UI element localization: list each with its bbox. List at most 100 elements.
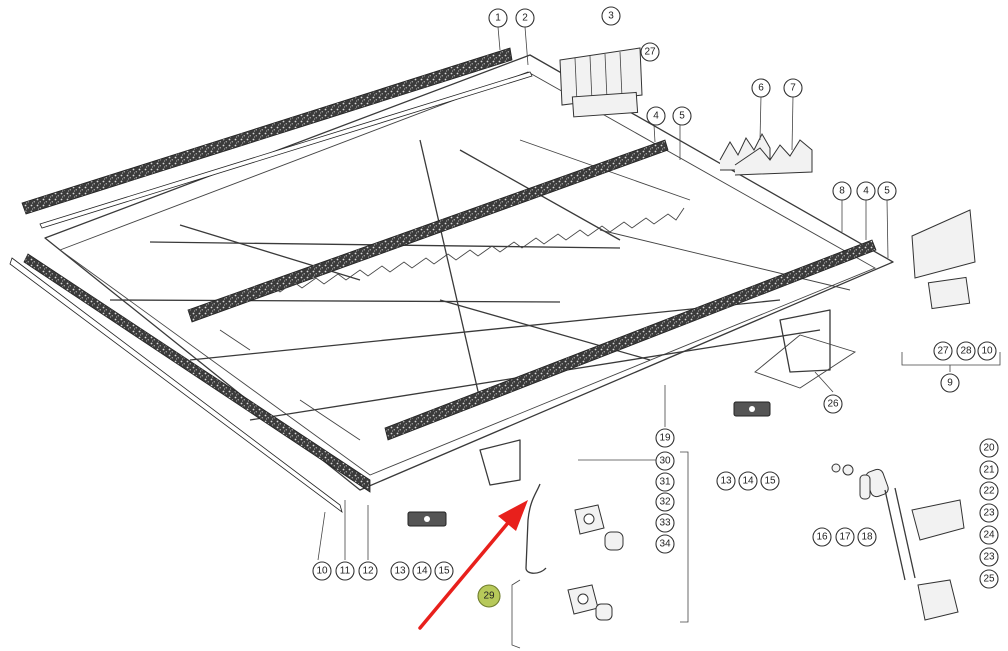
callout-circle: [979, 503, 999, 523]
callout-circle: [488, 8, 508, 28]
callout-label: 22: [983, 486, 995, 497]
callout-circle: [979, 569, 999, 589]
callout-circle: [312, 561, 332, 581]
callout-c31: 31: [655, 472, 675, 492]
sieve-frame: [44, 54, 894, 491]
callout-circle: [640, 42, 660, 62]
callout-c33: 33: [655, 513, 675, 533]
callout-c13a: 13: [390, 561, 410, 581]
callout-c23a: 23: [979, 503, 999, 523]
callout-circle: [335, 561, 355, 581]
part-13-bracket-right: [733, 401, 771, 417]
callout-circle: [412, 561, 432, 581]
callout-c23b: 23: [979, 547, 999, 567]
callout-label: 5: [884, 186, 890, 197]
callout-c20: 20: [979, 438, 999, 458]
callout-circle: [358, 561, 378, 581]
callout-label: 11: [340, 566, 351, 577]
callout-label: 5: [679, 111, 685, 122]
callout-label: 15: [764, 476, 776, 487]
callout-c26: 26: [823, 394, 843, 414]
callout-c5b: 5: [877, 181, 897, 201]
callout-c28: 28: [956, 341, 976, 361]
callout-label: 32: [659, 497, 671, 508]
callout-circle: [655, 492, 675, 512]
part-6-7-combs: [719, 132, 813, 176]
callout-label: 2: [522, 13, 528, 24]
part-3-flap: [559, 47, 643, 118]
callout-c7: 7: [783, 78, 803, 98]
callout-c19: 19: [655, 428, 675, 448]
callout-label: 34: [659, 539, 671, 550]
callout-label: 9: [947, 378, 953, 389]
callout-circle: [977, 341, 997, 361]
callout-label: 13: [394, 566, 406, 577]
callout-label: 21: [983, 465, 995, 476]
callout-c6: 6: [751, 78, 771, 98]
grit-strips: [9, 47, 877, 514]
callout-label: 27: [644, 47, 656, 58]
callout-label: 12: [362, 566, 374, 577]
callout-c14b: 14: [738, 471, 758, 491]
callout-circle: [877, 181, 897, 201]
part-9-assembly: [911, 209, 976, 310]
callout-label: 25: [983, 574, 995, 585]
callout-c32: 32: [655, 492, 675, 512]
callout-c12: 12: [358, 561, 378, 581]
callout-label: 30: [659, 456, 671, 467]
callout-label: 4: [653, 111, 659, 122]
callout-circle: [979, 438, 999, 458]
callout-circle: [979, 547, 999, 567]
callout-label: 29: [483, 591, 495, 602]
callout-label: 10: [316, 566, 328, 577]
callout-c29: 29: [477, 584, 501, 608]
callout-label: 24: [983, 530, 995, 541]
callout-c11: 11: [335, 561, 355, 581]
part-20-24-linkage: [865, 468, 965, 621]
callout-label: 14: [742, 476, 754, 487]
callout-circle: [856, 181, 876, 201]
callout-c10a: 10: [312, 561, 332, 581]
callout-c4a: 4: [646, 106, 666, 126]
callout-c30: 30: [655, 451, 675, 471]
callout-label: 4: [863, 186, 869, 197]
callout-label: 18: [861, 532, 873, 543]
callout-label: 17: [839, 532, 851, 543]
callout-label: 33: [659, 518, 671, 529]
callout-circle: [832, 181, 852, 201]
callout-circle: [515, 8, 535, 28]
part-29-rod-assembly: [525, 483, 624, 621]
callout-c10b: 10: [977, 341, 997, 361]
callout-c17: 17: [835, 527, 855, 547]
callout-circle: [434, 561, 454, 581]
callout-c14a: 14: [412, 561, 432, 581]
callout-circle: [716, 471, 736, 491]
callout-c21: 21: [979, 460, 999, 480]
callout-label: 23: [983, 508, 995, 519]
callout-circle: [390, 561, 410, 581]
callout-circle: [979, 481, 999, 501]
callout-label: 3: [608, 11, 614, 22]
callout-label: 8: [839, 186, 845, 197]
callout-circle: [655, 428, 675, 448]
callout-circle: [655, 472, 675, 492]
callout-circle: [933, 341, 953, 361]
callout-circle: [477, 584, 501, 608]
callout-c24: 24: [979, 525, 999, 545]
part-13-bracket-left: [407, 511, 447, 527]
callout-label: 13: [720, 476, 732, 487]
callout-circle: [940, 373, 960, 393]
callout-label: 31: [659, 477, 671, 488]
callout-circle: [672, 106, 692, 126]
callout-circle: [979, 460, 999, 480]
callout-c25: 25: [979, 569, 999, 589]
callout-circle: [956, 341, 976, 361]
callout-label: 23: [983, 552, 995, 563]
callout-circle: [655, 513, 675, 533]
callout-circle: [823, 394, 843, 414]
callout-circle: [783, 78, 803, 98]
callout-circle: [835, 527, 855, 547]
callout-c1: 1: [488, 8, 508, 28]
